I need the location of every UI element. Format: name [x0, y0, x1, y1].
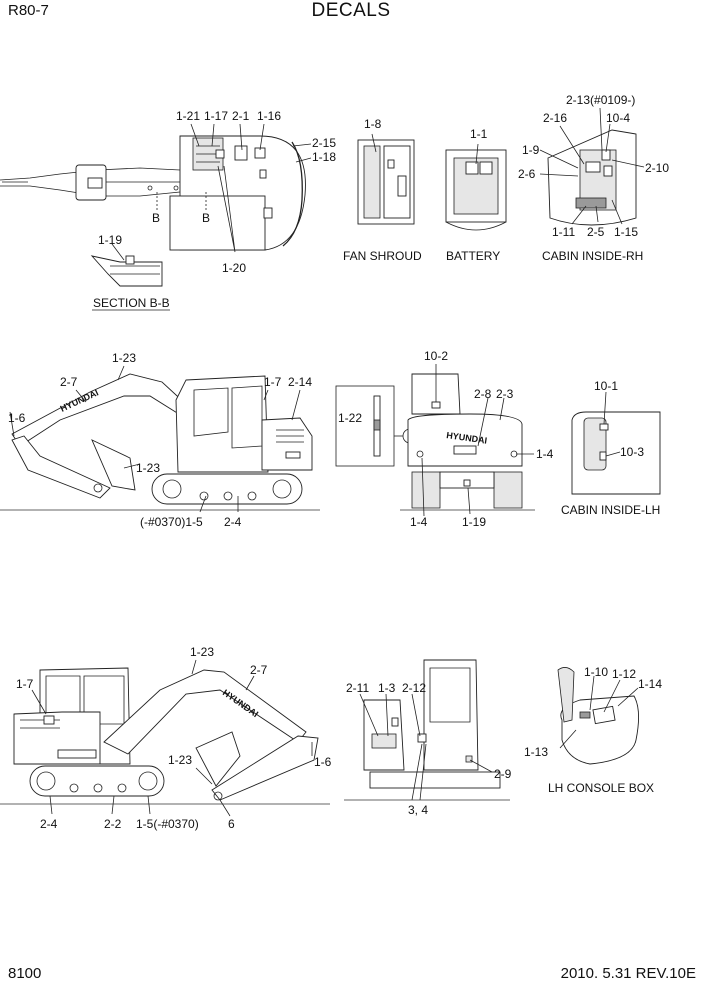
- front-view: 2-11 1-3 2-12 2-9 3, 4: [344, 659, 512, 817]
- callout-1-9: 1-9: [522, 143, 540, 157]
- callout-1-17: 1-17: [204, 109, 228, 123]
- callout-2-5: 2-5: [587, 225, 605, 239]
- side-view-left: HYUNDAI 1-23 2-7 1-7 1-23 1-6 2-4 2-2 1-…: [0, 645, 332, 831]
- section-bb-detail: 1-19 SECTION B-B: [90, 233, 170, 311]
- callout-1-6-left: 1-6: [314, 755, 332, 769]
- callout-1-13: 1-13: [524, 745, 548, 759]
- caption-battery: BATTERY: [446, 249, 500, 263]
- callout-1-19-rear: 1-19: [462, 515, 486, 529]
- caption-cabin-inside-rh: CABIN INSIDE-RH: [542, 249, 643, 263]
- callout-1-8: 1-8: [364, 117, 382, 131]
- callout-2-15: 2-15: [312, 136, 336, 150]
- section-mark-b-right: B: [202, 211, 210, 225]
- callout-2-10: 2-10: [645, 161, 669, 175]
- callout-2-11: 2-11: [346, 681, 369, 695]
- callout-2-7-left: 2-7: [250, 663, 268, 677]
- callout-1-15: 1-15: [614, 225, 638, 239]
- track-rollers-right: [162, 479, 292, 501]
- callout-1-23-bucket-left: 1-23: [168, 753, 192, 767]
- callout-2-16: 2-16: [543, 111, 567, 125]
- callout-1-11: 1-11: [552, 225, 575, 239]
- callout-10-3: 10-3: [620, 445, 644, 459]
- pen-detail: 1-22: [335, 385, 418, 467]
- caption-lh-console-box: LH CONSOLE BOX: [548, 781, 654, 795]
- lh-console-box-detail: 1-10 1-12 1-14 1-13 LH CONSOLE BOX: [524, 665, 662, 795]
- callout-10-1: 10-1: [594, 379, 618, 393]
- page-title: DECALS: [311, 0, 391, 21]
- callout-1-6: 1-6: [8, 411, 26, 425]
- revision-date: 2010. 5.31 REV.10E: [560, 965, 696, 982]
- callout-1-3: 1-3: [378, 681, 396, 695]
- callout-2-3: 2-3: [496, 387, 514, 401]
- cabin-lh-detail: 10-1 10-3 CABIN INSIDE-LH: [561, 379, 661, 517]
- callout-2-4-right: 2-4: [224, 515, 242, 529]
- callout-3-4: 3, 4: [408, 803, 428, 817]
- callout-1-7: 1-7: [264, 375, 282, 389]
- callout-1-10: 1-10: [584, 665, 608, 679]
- callout-1-4-left: 1-4: [410, 515, 428, 529]
- callout-10-4: 10-4: [606, 111, 630, 125]
- fan-shroud-detail: 1-8 FAN SHROUD: [343, 117, 422, 263]
- callout-1-1: 1-1: [470, 127, 488, 141]
- callout-1-18: 1-18: [312, 150, 336, 164]
- callout-1-4-right: 1-4: [536, 447, 554, 461]
- callout-2-4-left: 2-4: [40, 817, 58, 831]
- battery-detail: 1-1 BATTERY: [445, 127, 507, 263]
- callout-1-22: 1-22: [338, 411, 362, 425]
- callout-1-7-left: 1-7: [16, 677, 34, 691]
- callout-1-23-top: 1-23: [112, 351, 136, 365]
- cabin-rh-detail: 2-13(#0109-) 2-16 10-4 1-9 2-10 2-6 1-11…: [518, 93, 669, 263]
- callout-1-5-left: 1-5(-#0370): [136, 817, 199, 831]
- callout-1-5-right: (-#0370)1-5: [140, 515, 203, 529]
- callout-1-16: 1-16: [257, 109, 281, 123]
- side-view-right: HYUNDAI 1-23 2-7 1-7 2-14 1-6 1-23 (-#03…: [0, 351, 320, 529]
- callout-2-12: 2-12: [402, 681, 426, 695]
- page-number: 8100: [8, 965, 42, 982]
- callout-2-7: 2-7: [60, 375, 78, 389]
- callout-6: 6: [228, 817, 235, 831]
- caption-section-bb: SECTION B-B: [93, 296, 170, 310]
- section-mark-b-left: B: [152, 211, 160, 225]
- callout-1-14: 1-14: [638, 677, 662, 691]
- callout-1-12: 1-12: [612, 667, 636, 681]
- callout-10-2: 10-2: [424, 349, 448, 363]
- rear-view: HYUNDAI 10-2 2-8 2-3 1-4 1-4 1-19: [400, 349, 554, 529]
- model-number: R80-7: [8, 2, 49, 19]
- callout-1-23-top-left: 1-23: [190, 645, 214, 659]
- callout-2-6: 2-6: [518, 167, 536, 181]
- callout-1-19-section: 1-19: [98, 233, 122, 247]
- callout-1-21: 1-21: [176, 109, 200, 123]
- callout-2-13: 2-13(#0109-): [566, 93, 635, 107]
- callout-2-2: 2-2: [104, 817, 122, 831]
- caption-fan-shroud: FAN SHROUD: [343, 249, 422, 263]
- callout-2-9: 2-9: [494, 767, 512, 781]
- callout-2-8: 2-8: [474, 387, 492, 401]
- top-view-machine: 1-21 1-17 2-1 1-16 2-15 1-18 B B 1-20: [0, 109, 336, 275]
- callout-1-20: 1-20: [222, 261, 246, 275]
- callout-1-23-bucket: 1-23: [136, 461, 160, 475]
- caption-cabin-inside-lh: CABIN INSIDE-LH: [561, 503, 660, 517]
- callout-2-1: 2-1: [232, 109, 250, 123]
- callout-2-14: 2-14: [288, 375, 312, 389]
- track-rollers-left: [36, 771, 158, 793]
